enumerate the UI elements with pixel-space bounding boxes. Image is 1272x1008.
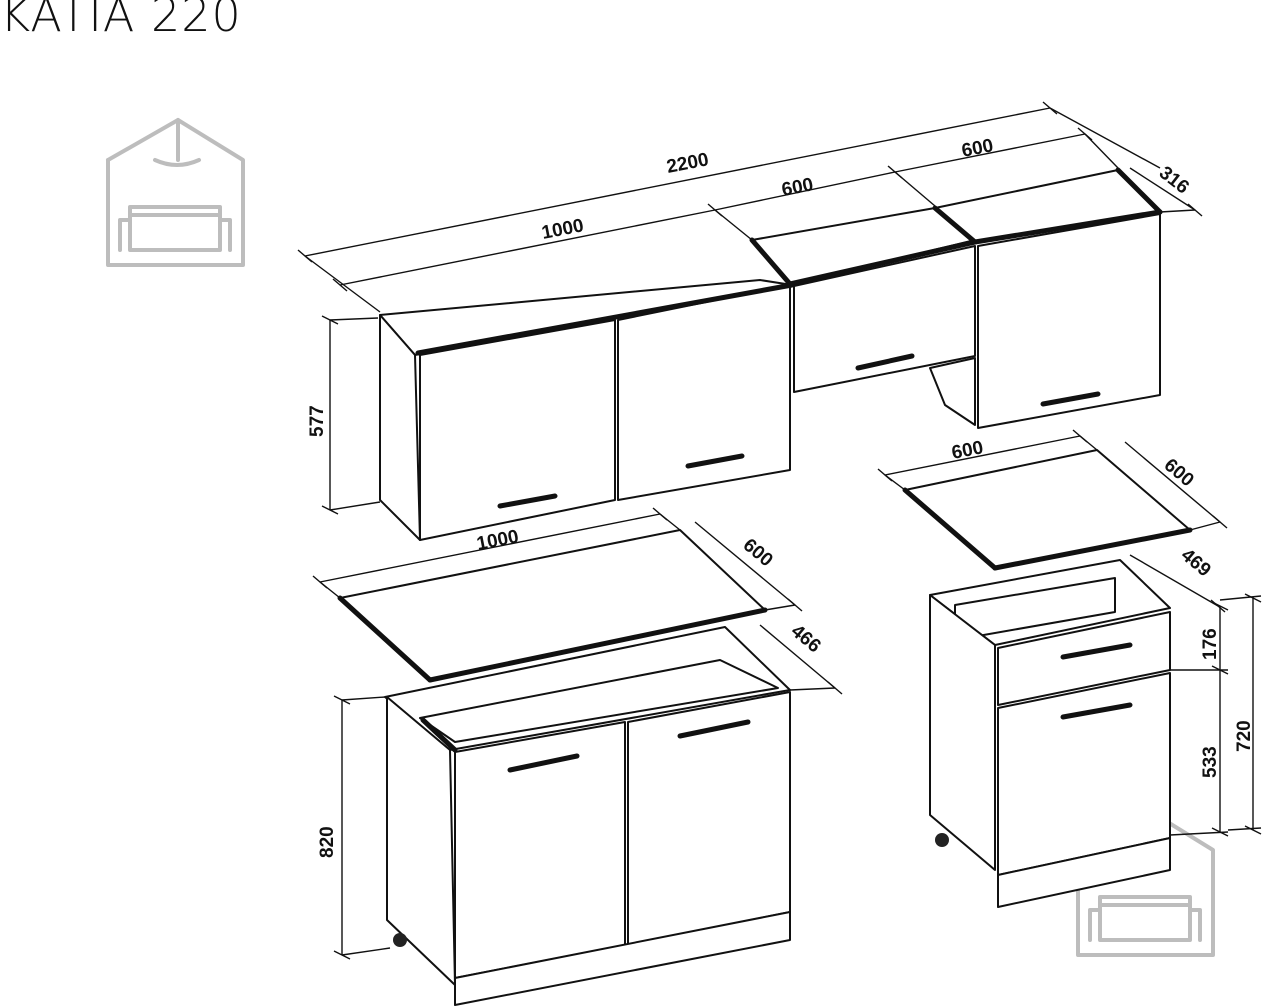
dim-upper-left-width: 1000 bbox=[540, 215, 586, 244]
dimension-lines bbox=[297, 101, 1262, 960]
dim-door-height: 533 bbox=[1200, 746, 1221, 778]
dim-base-right-depth: 469 bbox=[1177, 545, 1215, 581]
dim-base-right-height: 720 bbox=[1234, 720, 1255, 752]
upper-cabinet-right bbox=[932, 167, 1163, 429]
dim-total-width: 2200 bbox=[665, 149, 711, 178]
dim-countertop-right-width: 600 bbox=[950, 437, 985, 464]
dim-countertop-left-width: 1000 bbox=[475, 526, 521, 555]
dim-countertop-right-depth: 600 bbox=[1160, 455, 1198, 491]
dim-upper-middle-width: 600 bbox=[780, 174, 815, 201]
dim-countertop-left-depth: 600 bbox=[739, 535, 777, 571]
countertop-right bbox=[902, 449, 1193, 571]
upper-cabinet-left bbox=[379, 279, 795, 541]
house-sofa-logo-icon bbox=[106, 118, 245, 267]
dim-upper-right-width: 600 bbox=[960, 135, 995, 162]
dim-base-left-height: 820 bbox=[317, 826, 338, 858]
dim-upper-depth: 316 bbox=[1155, 162, 1193, 198]
countertop-left bbox=[337, 529, 768, 683]
dim-upper-height: 577 bbox=[307, 405, 328, 437]
base-cabinet-left bbox=[384, 626, 791, 1006]
dim-drawer-height: 176 bbox=[1200, 628, 1221, 660]
product-title: KATIA 220 bbox=[0, 0, 242, 42]
base-cabinet-right bbox=[929, 559, 1171, 908]
upper-cabinet-middle bbox=[749, 207, 978, 426]
